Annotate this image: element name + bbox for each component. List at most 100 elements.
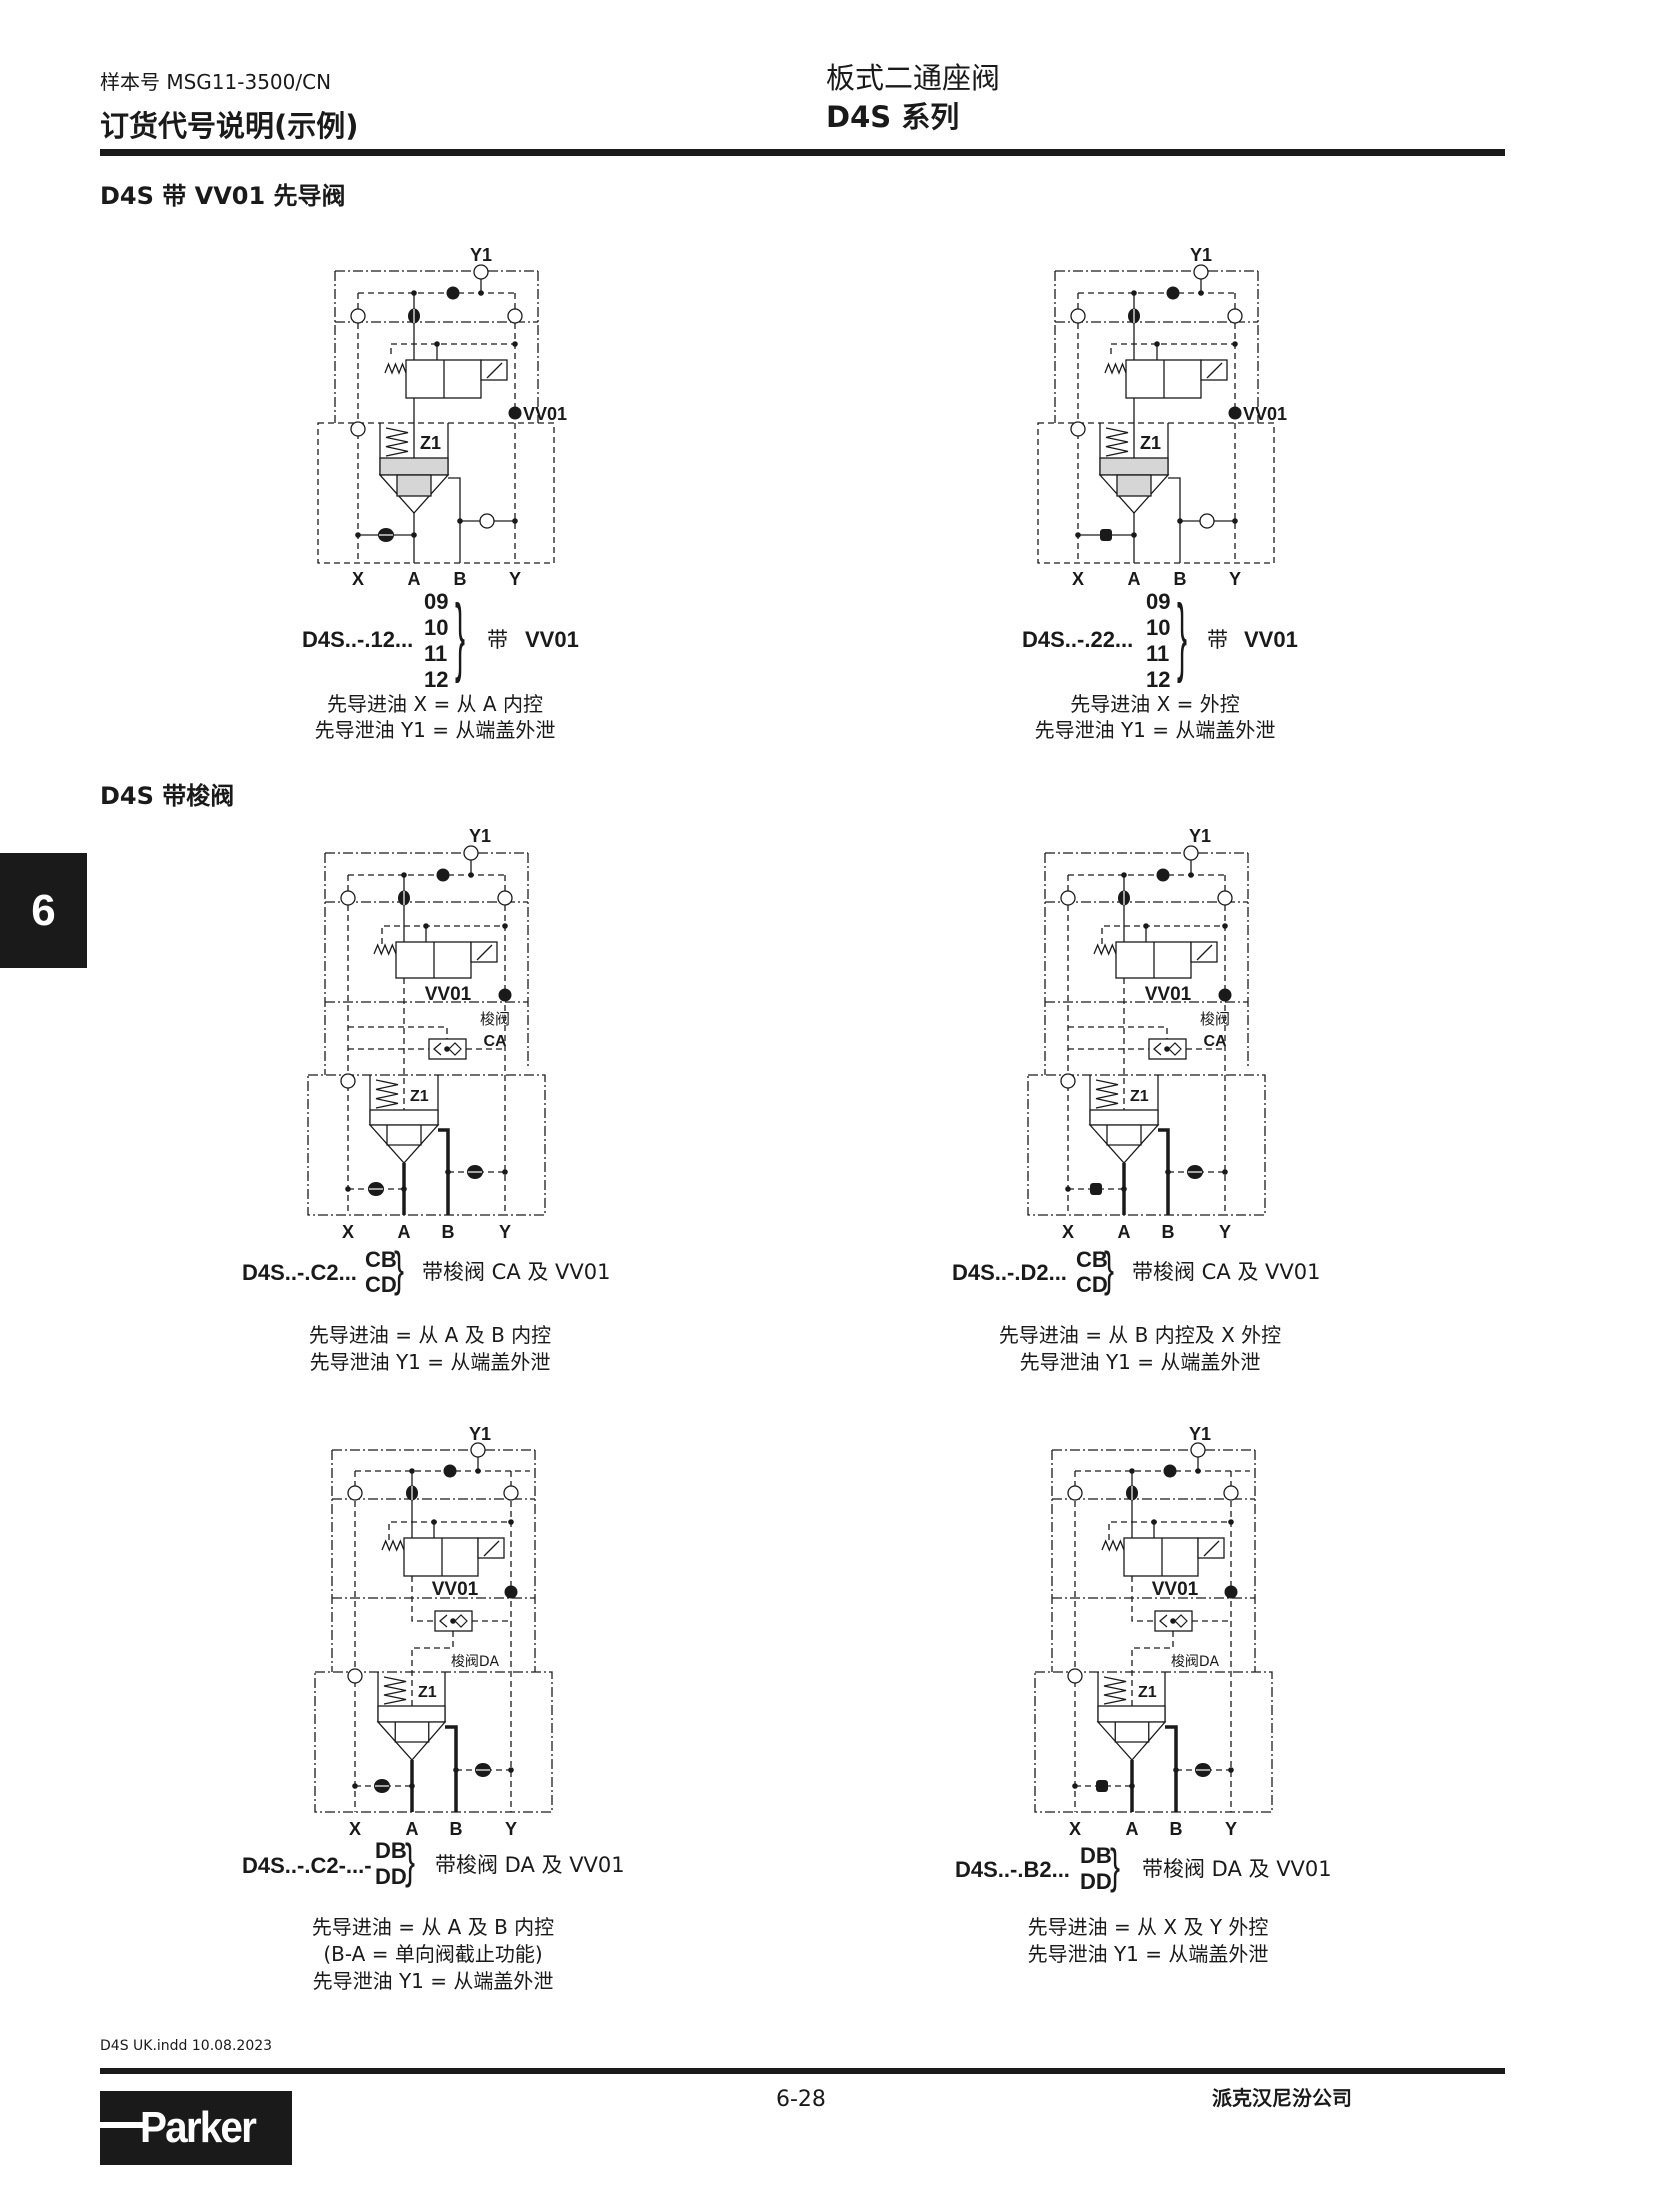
- pilot-note: 先导泄油 Y1 = 从端盖外泄: [1019, 1350, 1261, 1374]
- port-label-y1: Y1: [469, 1424, 491, 1444]
- header-rule: [100, 149, 1505, 156]
- pilot-line: [1101, 925, 1225, 944]
- port-label-b: B: [1170, 1819, 1183, 1839]
- port-b-line: [1168, 477, 1181, 563]
- spring-icon: [381, 1539, 405, 1552]
- junction-dot: [409, 1783, 415, 1789]
- port-b-line: [448, 477, 461, 563]
- plug-dot: [508, 406, 522, 420]
- option-code: 11: [1146, 641, 1170, 666]
- shuttle-ball: [1168, 1042, 1182, 1056]
- pilot-note: 先导泄油 Y1 = 从端盖外泄: [1034, 718, 1276, 742]
- plug-icon: [1096, 1780, 1108, 1792]
- spring-icon: [383, 1676, 407, 1705]
- junction-dot: [1228, 1519, 1234, 1525]
- brace: }: [455, 589, 466, 686]
- port-label-y: Y: [505, 1819, 517, 1839]
- logo-wordmark: Parker: [140, 2103, 257, 2152]
- port-label-y1: Y1: [470, 245, 492, 265]
- poppet-piston: [1097, 1705, 1166, 1723]
- junction-dot: [1228, 1767, 1234, 1773]
- pilot-note: 先导进油 X = 从 A 内控: [327, 692, 543, 716]
- port-circle: [1199, 513, 1215, 529]
- page-section-title: 订货代号说明(示例): [100, 109, 359, 143]
- junction-dot: [1165, 1169, 1171, 1175]
- plug-dot: [504, 1585, 518, 1599]
- option-desc: 带梭阀 DA 及 VV01: [1142, 1857, 1332, 1881]
- pilot-line: [1068, 1026, 1168, 1039]
- option-code: CD: [365, 1272, 397, 1297]
- spring-icon: [1103, 1676, 1127, 1705]
- footer-rule: [100, 2068, 1505, 2074]
- cartridge-label: Z1: [410, 1088, 429, 1105]
- pilot-note: 先导泄油 Y1 = 从端盖外泄: [309, 1350, 551, 1374]
- shuttle-valve-code: CA: [483, 1033, 507, 1050]
- product-title: 板式二通座阀: [826, 61, 1001, 95]
- poppet-insert: [1116, 474, 1152, 497]
- port-circle: [350, 308, 366, 324]
- pilot-note: 先导进油 = 从 A 及 B 内控: [311, 1915, 555, 1939]
- order-code: D4S..-.C2...: [242, 1260, 357, 1285]
- spring-icon: [375, 1079, 399, 1109]
- junction-dot: [401, 872, 407, 878]
- port-label-b: B: [442, 1222, 455, 1242]
- port-circle: [507, 308, 523, 324]
- solenoid-slash: [1196, 944, 1213, 961]
- pilot-line: [348, 1026, 448, 1039]
- solenoid-slash: [476, 944, 493, 961]
- shuttle-seat: [439, 1614, 448, 1628]
- plug-dot: [1166, 286, 1180, 300]
- junction-dot: [345, 1186, 351, 1192]
- option-code: DD: [375, 1864, 407, 1889]
- option-code: 11: [424, 641, 448, 666]
- solenoid-slash: [1203, 1540, 1220, 1557]
- shuttle-valve-label: 梭阀DA: [1171, 1653, 1220, 1670]
- spring-icon: [1093, 943, 1117, 956]
- shuttle-valve-code: CA: [1203, 1033, 1227, 1050]
- junction-dot: [502, 1169, 508, 1175]
- pilot-note: (B-A = 单向阀截止功能): [323, 1942, 543, 1966]
- parker-logo: Parker: [100, 2091, 292, 2165]
- port-circle: [473, 264, 489, 280]
- shuttle-seat: [1153, 1042, 1162, 1056]
- pilot-line: [411, 1576, 435, 1622]
- pilot-note: 先导泄油 Y1 = 从端盖外泄: [312, 1969, 554, 1993]
- junction-dot: [1173, 1767, 1179, 1773]
- port-circle: [347, 1668, 363, 1684]
- junction-dot: [411, 290, 417, 296]
- option-code: DB: [1080, 1843, 1112, 1868]
- junction-dot: [457, 518, 463, 524]
- port-circle: [1070, 308, 1086, 324]
- junction-dot: [355, 532, 361, 538]
- junction-dot: [1164, 1046, 1170, 1052]
- plug-dot: [1163, 1464, 1177, 1478]
- shuttle-ball: [1174, 1614, 1188, 1628]
- junction-dot: [1154, 341, 1160, 347]
- shuttle-seat: [433, 1042, 442, 1056]
- junction-dot: [478, 290, 484, 296]
- port-label-a: A: [1128, 569, 1141, 589]
- cartridge-label: Z1: [418, 1684, 437, 1701]
- pilot-line: [381, 925, 505, 944]
- port-label-y: Y: [1229, 569, 1241, 589]
- junction-dot: [1232, 341, 1238, 347]
- junction-dot: [1232, 518, 1238, 524]
- logo-bar: [100, 2122, 148, 2128]
- option-desc: VV01: [1244, 627, 1298, 652]
- junction-dot: [444, 1046, 450, 1052]
- junction-dot: [1188, 872, 1194, 878]
- pilot-note: 先导进油 = 从 X 及 Y 外控: [1027, 1915, 1269, 1939]
- poppet-insert: [386, 1125, 422, 1146]
- plug-dot: [1218, 988, 1232, 1002]
- page-number: 6-28: [776, 2087, 826, 2112]
- junction-dot: [512, 518, 518, 524]
- port-label-a: A: [408, 569, 421, 589]
- junction-dot: [1121, 1186, 1127, 1192]
- poppet-piston: [377, 1705, 446, 1723]
- cartridge-label: Z1: [420, 433, 441, 453]
- solenoid-icon: [477, 1537, 505, 1559]
- port-circle: [1067, 1485, 1083, 1501]
